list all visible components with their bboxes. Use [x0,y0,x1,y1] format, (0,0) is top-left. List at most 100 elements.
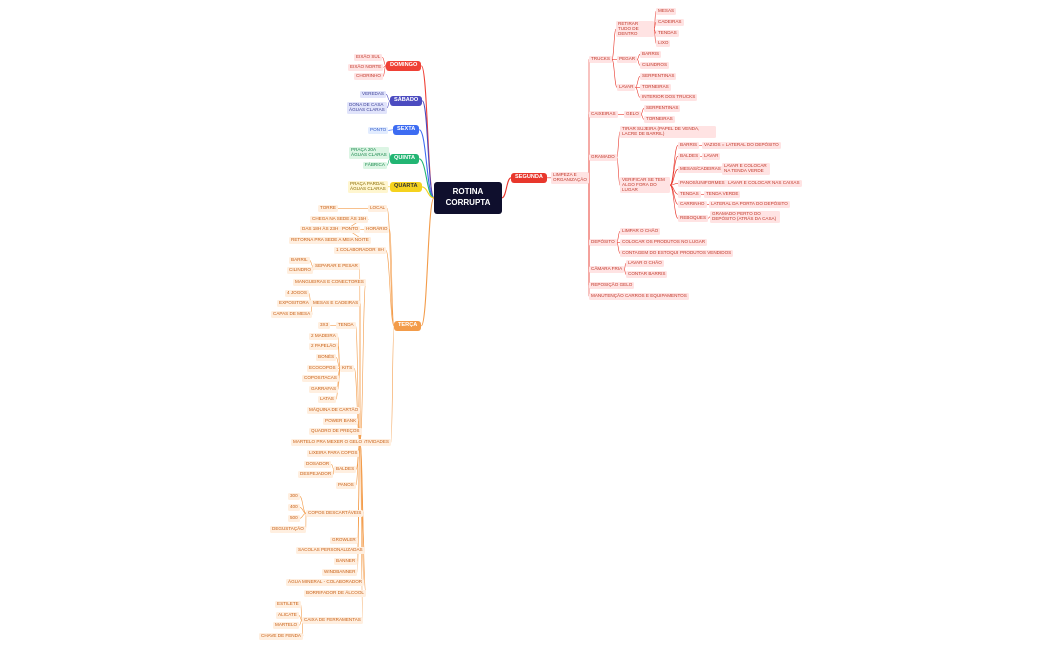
atividade-item[interactable]: MESAS E CADEIRAS [311,300,361,307]
branch-quarta-yellow[interactable]: QUARTA [390,182,422,192]
gelo-item[interactable]: TORNEIRAS [644,116,675,123]
atividade-item[interactable]: WINDBANNER [322,569,358,576]
terca-topic[interactable]: ATIVIDADES [360,439,391,446]
atividade-item[interactable]: LIXEIRA PARA COPOS [307,450,360,457]
atividade-detail[interactable]: BARRIL [289,257,310,264]
terca-item[interactable]: TORRE [318,205,338,212]
segunda-topic[interactable]: CAIXEIRAS [589,111,618,118]
atividade-item[interactable]: MANGUEIRAS E CONECTORES [293,279,366,286]
copos-item[interactable]: DEGUSTAÇÃO [270,526,306,533]
lavar-item[interactable]: INTERIOR DOS TRUCKS [640,94,698,101]
ferramenta-item[interactable]: ALICATE [276,612,299,619]
atividade-detail[interactable]: 4 JOGOS [285,290,309,297]
pegar-item[interactable]: BARRIS [640,51,662,58]
atividade-item[interactable]: MÁQUINA DE CARTÃO [307,407,361,414]
verificar-item[interactable]: TENDAS [678,191,701,198]
atividade-item[interactable]: SEPARAR E PESAR [313,263,360,270]
verificar-detail[interactable]: LAVAR E COLOCAR NA TENDA VERDE [722,163,770,175]
camara-item[interactable]: CONTAR BARRIS [626,271,668,278]
branch-domingo[interactable]: DOMINGO [386,61,422,71]
camara-item[interactable]: LAVAR O CHÃO [626,260,664,267]
lavar-item[interactable]: SERPENTINAS [640,73,677,80]
verificar-detail[interactable]: LAVAR [702,153,721,160]
trucks-topic[interactable]: RETIRAR TUDO DE DENTRO [616,21,654,38]
deposito-item[interactable]: LIMPAR O CHÃO [620,228,661,235]
kit-item[interactable]: LATAS [318,396,336,403]
atividade-item[interactable]: ÁGUA MINERAL - COLABORADOR [286,579,365,586]
segunda-topic[interactable]: TRUCKS [589,56,612,63]
segunda-topic[interactable]: MANUTENÇÃO CARROS E EQUIPAMENTOS [589,293,689,300]
atividade-item[interactable]: MARTELO PRA MEXER O GELO [291,439,365,446]
ferramenta-item[interactable]: ESTILETE [275,601,301,608]
retirar-item[interactable]: TENDAS [656,30,679,37]
sabado-item[interactable]: DONA DE CASA ÁGUAS CLARAS [347,102,387,114]
atividade-item[interactable]: BANNER [334,558,358,565]
terca-topic[interactable]: LOCAL [368,205,388,212]
verificar-item[interactable]: BARRIS [678,142,700,149]
segunda-topic[interactable]: GRAMADO [589,154,617,161]
branch-sexta[interactable]: SEXTA [393,125,420,135]
deposito-item[interactable]: COLOCAR OS PRODUTOS NO LUGAR [620,239,708,246]
sexta-item[interactable]: PONTO [368,127,389,134]
terca-topic[interactable]: HORÁRIO [364,226,390,233]
branch-segunda[interactable]: SEGUNDA [511,173,547,183]
kit-item[interactable]: 2 PAPELÃO [309,343,338,350]
quarta-item[interactable]: PRAÇA 20A ÁGUAS CLARAS [349,147,389,159]
atividade-item[interactable]: BORRIFADOR DE ÁLCOOL [304,590,366,597]
ferramenta-item[interactable]: CHAVE DE FENDA [259,633,303,640]
sabado-item[interactable]: VEREDAS [360,91,386,98]
verificar-detail[interactable]: GRAMADO PERTO DO DEPÓSITO (ATRÁS DA CASA… [710,211,780,223]
atividade-item[interactable]: TENDA [336,322,356,329]
quarta-item[interactable]: PRAÇA PARDAL ÁGUAS CLARAS [348,181,388,193]
ponto-item[interactable]: CHEGA NA SEDE ÀS 15H [310,216,369,223]
atividade-detail[interactable]: 3X3 [318,322,331,329]
atividade-item[interactable]: QUADRO DE PREÇOS [309,428,362,435]
verificar-detail[interactable]: VAZIOS = LATERAL DO DEPÓSITO [702,142,781,149]
copos-item[interactable]: 400 [288,504,300,511]
trucks-topic[interactable]: LAVAR [617,84,636,91]
ponto-item[interactable]: DAS 18H ÀS 23H [300,226,341,233]
domingo-item[interactable]: EIXÃO SUL [354,54,383,61]
root-topic[interactable]: ROTINA CORRUPTA [434,182,502,214]
domingo-item[interactable]: CHORINHO [354,73,384,80]
retirar-item[interactable]: MESAS [656,8,677,15]
terca-item[interactable]: 1 COLABORADOR [334,247,378,254]
ponto-item[interactable]: RETORNA PRA SEDE A MEIA NOITE [289,237,371,244]
kit-item[interactable]: ECOCOPOS [307,365,338,372]
trucks-topic[interactable]: PEGAR [617,56,638,63]
segunda-topic[interactable]: LIMPEZA E ORGANIZAÇÃO [551,172,589,184]
kit-item[interactable]: BONÉS [316,354,337,361]
gelo-item[interactable]: SERPENTINAS [644,105,681,112]
domingo-item[interactable]: EIXÃO NORTE [348,64,384,71]
verificar-detail[interactable]: LAVAR E COLOCAR NAS CAIXAS [726,180,802,187]
atividade-item[interactable]: SACOLAS PERSONALIZADAS [296,547,365,554]
verificar-detail[interactable]: LATERAL DA PORTA DO DEPÓSITO [709,201,790,208]
atividade-item[interactable]: PANOS [336,482,356,489]
horario-item[interactable]: PONTO [340,226,361,233]
copos-item[interactable]: 300 [288,493,300,500]
atividade-detail[interactable]: EXPOSITORA [277,300,311,307]
atividade-detail[interactable]: CAPAS DE MESA [271,311,313,318]
retirar-item[interactable]: CADEIRAS [656,19,684,26]
kit-item[interactable]: COPOSITACAS [302,375,339,382]
pegar-item[interactable]: CILINDROS [640,62,670,69]
terca-topic[interactable]: 8H [376,247,386,254]
caixeiras-topic[interactable]: GELO [624,111,641,118]
verificar-item[interactable]: REBOQUES [678,215,709,222]
verificar-item[interactable]: CARRINHO [678,201,707,208]
kit-item[interactable]: 2 MADEIRA [309,333,338,340]
segunda-topic[interactable]: REPOSIÇÃO GELO [589,282,635,289]
kit-item[interactable]: GARRAFAS [309,386,339,393]
atividade-item[interactable]: KITS [340,365,355,372]
atividade-item[interactable]: BALDES [334,466,357,473]
branch-terca[interactable]: TERÇA [394,321,422,331]
atividade-detail[interactable]: CILINDRO [287,267,313,274]
atividade-item[interactable]: POWER BANK [323,418,359,425]
segunda-topic[interactable]: DEPÓSITO [589,239,617,246]
ferramenta-item[interactable]: MARTELO [273,622,300,629]
deposito-item[interactable]: CONTAGEM DO ESTOQUE [620,250,683,257]
atividade-item[interactable]: COPOS DESCARTÁVEIS [306,510,364,517]
verificar-item[interactable]: MESAS/CADEIRAS [678,166,723,173]
verificar-detail[interactable]: TENDA VERDE [704,191,741,198]
gramado-item[interactable]: VERIFICAR SE TEM ALGO FORA DO LUGAR [620,177,670,194]
